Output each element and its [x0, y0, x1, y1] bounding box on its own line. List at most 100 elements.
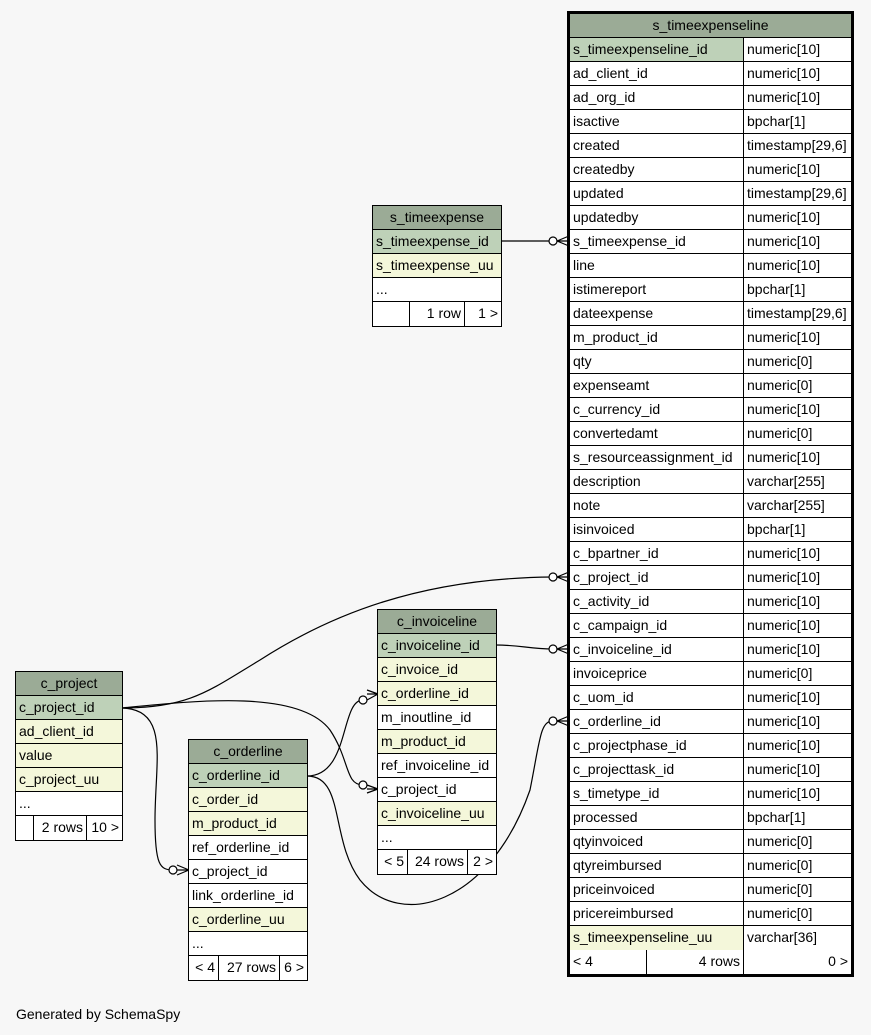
column-type: numeric[10]: [743, 446, 851, 469]
column-name: updatedby: [573, 209, 639, 225]
column-name: c_invoiceline_id: [573, 641, 672, 657]
table-row: c_project_id: [378, 778, 496, 802]
table-row: c_orderline_id: [189, 764, 307, 788]
column-name: c_invoiceline_id: [381, 637, 480, 653]
table-c_orderline[interactable]: c_orderline c_orderline_id c_order_id m_…: [188, 739, 308, 981]
column-name: s_timeexpenseline_id: [573, 41, 708, 57]
column-name: ...: [381, 829, 393, 845]
parents-count[interactable]: < 4: [195, 959, 215, 975]
table-header: c_project: [16, 672, 122, 696]
row-count: 1 row: [409, 302, 464, 326]
column-name: isinvoiced: [573, 521, 635, 537]
column-name: istimereport: [573, 281, 647, 297]
column-name: ...: [376, 281, 388, 297]
generated-by-footer: Generated by SchemaSpy: [16, 1006, 181, 1022]
table-footer: < 4 4 rows 0 >: [570, 950, 851, 974]
column-type: numeric[10]: [743, 782, 851, 805]
relationship-line: [121, 700, 364, 786]
column-name: s_timetype_id: [573, 785, 660, 801]
column-name: c_project_uu: [19, 771, 100, 787]
parents-count[interactable]: < 5: [384, 853, 404, 869]
column-name: c_currency_id: [573, 401, 661, 417]
parents-count: [16, 816, 33, 840]
column-name: s_resourceassignment_id: [573, 449, 733, 465]
table-row: ad_client_id: [16, 720, 122, 744]
column-name: c_uom_id: [573, 689, 634, 705]
column-name: ref_orderline_id: [192, 839, 290, 855]
column-name: line: [573, 257, 595, 273]
relationship-endpoint: [548, 572, 558, 582]
table-row: link_orderline_id: [189, 884, 307, 908]
table-row: c_order_id: [189, 788, 307, 812]
column-type: numeric[0]: [743, 878, 851, 901]
column-name: expenseamt: [573, 377, 650, 393]
column-name: updated: [573, 185, 624, 201]
column-type: timestamp[29,6]: [743, 182, 851, 205]
parents-count[interactable]: < 4: [573, 953, 593, 969]
table-row: ref_orderline_id: [189, 836, 307, 860]
column-name: c_bpartner_id: [573, 545, 659, 561]
parents-count: [373, 302, 409, 326]
table-row: value: [16, 744, 122, 768]
table-header: s_timeexpenseline: [570, 14, 851, 38]
column-name: priceinvoiced: [573, 881, 655, 897]
column-name: link_orderline_id: [192, 887, 294, 903]
column-name: c_orderline_id: [381, 685, 469, 701]
column-type: varchar[255]: [743, 470, 851, 493]
table-c_project[interactable]: c_project c_project_id ad_client_id valu…: [15, 671, 123, 841]
children-count[interactable]: 0 >: [743, 950, 851, 974]
table-footer: 1 row 1 >: [373, 302, 501, 326]
children-count[interactable]: 2 >: [467, 850, 496, 874]
column-type: numeric[0]: [743, 422, 851, 445]
table-title: c_orderline: [213, 743, 283, 759]
column-type: numeric[10]: [743, 566, 851, 589]
column-name: c_orderline_id: [573, 713, 661, 729]
column-type: numeric[10]: [743, 590, 851, 613]
table-footer: < 4 27 rows 6 >: [189, 956, 307, 980]
column-type: numeric[10]: [743, 734, 851, 757]
column-name: c_project_id: [19, 699, 95, 715]
column-type: numeric[10]: [743, 542, 851, 565]
table-row: c_orderline_uu: [189, 908, 307, 932]
table-title: c_project: [40, 675, 98, 691]
table-c_invoiceline[interactable]: c_invoiceline c_invoiceline_id c_invoice…: [377, 609, 497, 875]
crowfoot-icon: [366, 689, 379, 701]
children-count[interactable]: 6 >: [279, 956, 307, 980]
column-name: dateexpense: [573, 305, 654, 321]
children-count[interactable]: 10 >: [86, 816, 122, 840]
column-type: numeric[10]: [743, 86, 851, 109]
table-row: s_timeexpense_id: [373, 230, 501, 254]
column-type: numeric[10]: [743, 710, 851, 733]
crowfoot-icon: [366, 784, 379, 794]
column-name: created: [573, 137, 620, 153]
column-name: m_inoutline_id: [381, 709, 472, 725]
relationship-endpoint: [548, 644, 558, 654]
column-name: s_timeexpense_id: [376, 233, 489, 249]
column-name: ...: [192, 935, 204, 951]
table-row: priceinvoiced numeric[0]: [570, 878, 851, 902]
children-count[interactable]: 1 >: [464, 302, 501, 326]
relationship-endpoint: [168, 865, 178, 875]
column-name: qty: [573, 353, 592, 369]
table-row: m_inoutline_id: [378, 706, 496, 730]
table-header: c_orderline: [189, 740, 307, 764]
column-type: numeric[10]: [743, 326, 851, 349]
table-s_timeexpense[interactable]: s_timeexpense s_timeexpense_id s_timeexp…: [372, 205, 502, 327]
table-row: updated timestamp[29,6]: [570, 182, 851, 206]
table-footer: < 5 24 rows 2 >: [378, 850, 496, 874]
